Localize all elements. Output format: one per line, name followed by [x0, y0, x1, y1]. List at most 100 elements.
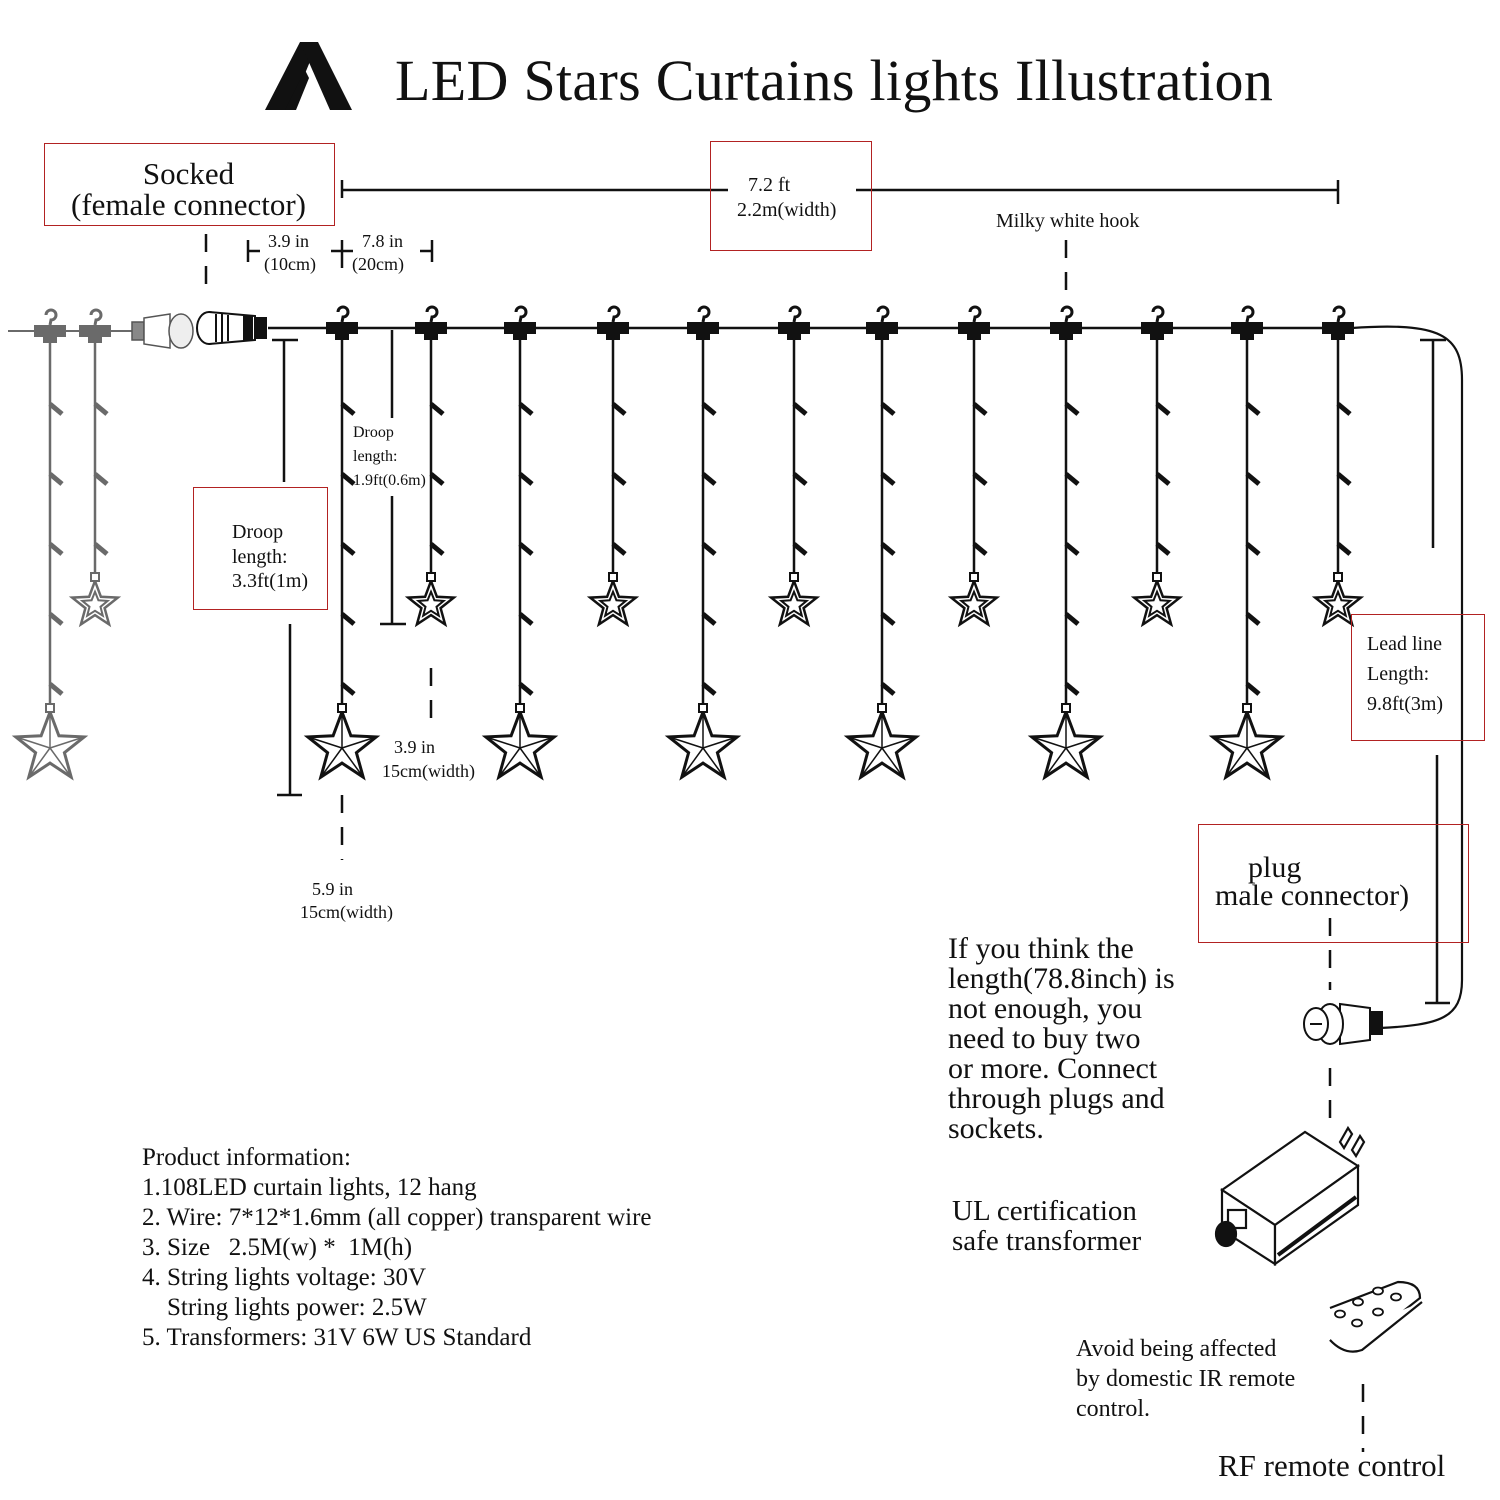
led-bulb-icon: [340, 402, 356, 416]
led-bulb-icon: [1064, 472, 1080, 486]
led-bulb-icon: [1155, 402, 1171, 416]
product-info-heading: Product information:: [142, 1144, 351, 1171]
led-bulb-icon: [1245, 542, 1261, 556]
strand-1-long: [303, 305, 381, 781]
led-bulb-icon: [340, 612, 356, 626]
star-icon: [1027, 703, 1105, 781]
hook-icon: [1322, 305, 1354, 340]
led-bulb-icon: [611, 472, 627, 486]
led-bulb-icon: [48, 612, 64, 626]
transformer-icon: [1214, 1125, 1366, 1267]
hook-icon: [687, 305, 719, 340]
led-bulb-icon: [701, 682, 717, 696]
star-icon: [303, 703, 381, 781]
droop-short-line3: 1.9ft(0.6m): [353, 472, 426, 489]
strand-7-long: [843, 305, 921, 781]
remote-note-line: control.: [1076, 1396, 1150, 1422]
droop-short-line2: length:: [353, 448, 398, 465]
lead-line1: Lead line: [1367, 633, 1442, 655]
led-bulb-icon: [93, 472, 109, 486]
led-bulb-icon: [972, 402, 988, 416]
big-star-cm: 15cm(width): [300, 902, 393, 922]
note-line: length(78.8inch) is: [948, 962, 1175, 995]
led-bulb-icon: [518, 542, 534, 556]
plug-line1: plug: [1248, 851, 1302, 884]
led-bulb-icon: [880, 472, 896, 486]
star-icon: [1130, 572, 1184, 628]
star-icon: [947, 572, 1001, 628]
dashed-pointers: [204, 234, 1365, 1452]
led-bulb-icon: [880, 402, 896, 416]
brand-a-logo-icon: [265, 42, 352, 110]
light-strands: [303, 305, 1365, 781]
hook-icon: [866, 305, 898, 340]
led-bulb-icon: [1336, 542, 1352, 556]
spacing-long-cm: (20cm): [352, 254, 404, 274]
led-bulb-icon: [701, 402, 717, 416]
droop-short-line1: Droop: [353, 424, 394, 441]
led-bulb-icon: [1064, 402, 1080, 416]
led-bulb-icon: [880, 542, 896, 556]
led-bulb-icon: [518, 402, 534, 416]
note-line: not enough, you: [948, 992, 1143, 1025]
led-bulb-icon: [972, 472, 988, 486]
lead-line3: 9.8ft(3m): [1367, 693, 1444, 715]
plug-line2: male connector): [1215, 879, 1410, 912]
led-bulb-icon: [93, 402, 109, 416]
product-info-item: 2. Wire: 7*12*1.6mm (all copper) transpa…: [142, 1204, 652, 1231]
star-icon: [1311, 572, 1365, 628]
star-icon: [404, 572, 458, 628]
strand-4-short: [586, 305, 640, 628]
spacing-long-in: 7.8 in: [362, 231, 404, 251]
hook-icon: [1141, 305, 1173, 340]
droop-long-line2: length:: [232, 546, 288, 568]
led-bulb-icon: [48, 472, 64, 486]
droop-dimension-lines: [272, 330, 1450, 1005]
width-dimension-line: [340, 180, 1340, 204]
led-bulb-icon: [340, 472, 356, 486]
note-line: through plugs and: [948, 1082, 1165, 1115]
remote-note-line: Avoid being affected: [1076, 1336, 1277, 1362]
led-bulb-icon: [518, 682, 534, 696]
rf-remote-icon: [1329, 1280, 1423, 1353]
strand-5-long: [664, 305, 742, 781]
strand--1-short: [68, 308, 122, 628]
droop-long-annotation-box: [193, 487, 328, 610]
led-bulb-icon: [48, 542, 64, 556]
socket-title: Socked: [142, 156, 235, 191]
product-info-item: String lights power: 2.5W: [142, 1294, 427, 1321]
droop-long-line1: Droop: [232, 521, 284, 543]
led-bulb-icon: [1064, 542, 1080, 556]
led-bulb-icon: [48, 682, 64, 696]
led-bulb-icon: [1064, 612, 1080, 626]
droop-long-line3: 3.3ft(1m): [232, 570, 309, 592]
note-line: sockets.: [948, 1112, 1044, 1145]
small-star-cm: 15cm(width): [382, 761, 475, 781]
led-bulb-icon: [340, 682, 356, 696]
page-title: LED Stars Curtains lights Illustration: [395, 48, 1274, 113]
hook-icon: [34, 308, 66, 343]
strand-12-short: [1311, 305, 1365, 628]
product-info-item: 4. String lights voltage: 30V: [142, 1264, 427, 1291]
star-icon: [68, 572, 122, 628]
led-bulb-icon: [1245, 402, 1261, 416]
remote-label: RF remote control: [1218, 1448, 1446, 1483]
led-bulb-icon: [1155, 542, 1171, 556]
led-bulb-icon: [1336, 402, 1352, 416]
spacing-short-cm: (10cm): [264, 254, 316, 274]
plug-annotation-box: [1198, 824, 1469, 943]
led-bulb-icon: [880, 682, 896, 696]
female-connector-icon: [196, 311, 267, 345]
socket-annotation-box: [44, 143, 335, 226]
socket-subtitle: (female connector): [71, 187, 306, 222]
male-connector-icon: [1303, 1002, 1383, 1046]
strand-10-short: [1130, 305, 1184, 628]
hook-icon: [778, 305, 810, 340]
product-info-item: 3. Size 2.5M(w) * 1M(h): [142, 1234, 413, 1261]
lead-line-annotation-box: [1351, 614, 1485, 741]
spacing-short-in: 3.9 in: [268, 231, 310, 251]
hook-icon: [326, 305, 358, 340]
led-bulb-icon: [48, 402, 64, 416]
